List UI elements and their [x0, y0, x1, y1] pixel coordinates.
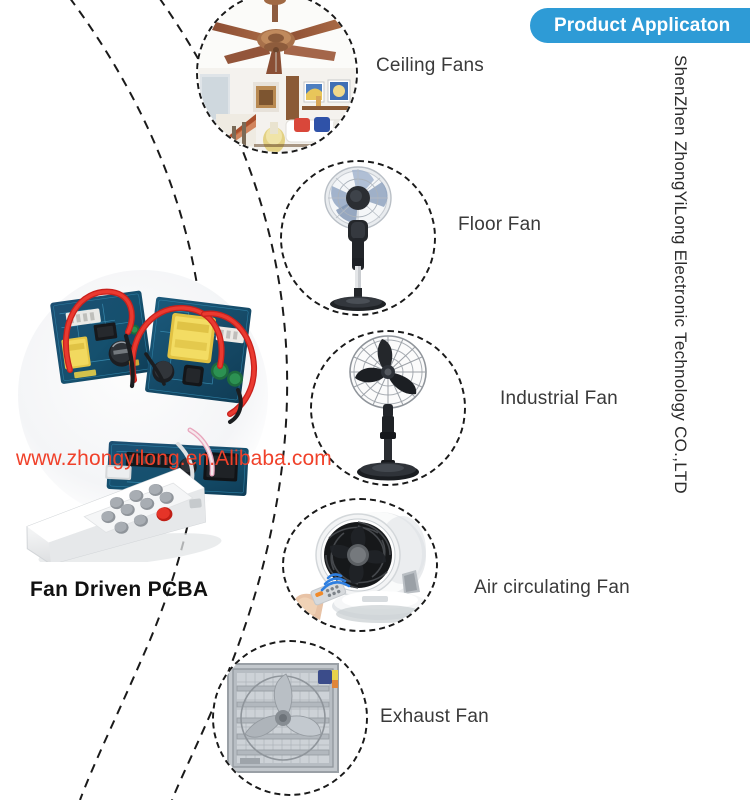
- application-bubble-air-circulating-fan: [282, 498, 438, 632]
- application-label-ceiling-fan: Ceiling Fans: [376, 55, 485, 76]
- application-label-exhaust-fan: Exhaust Fan: [380, 706, 489, 727]
- application-bubble-industrial-fan: [310, 330, 466, 486]
- industrial-fan-photo: [312, 332, 464, 484]
- product-title: Fan Driven PCBA: [30, 578, 209, 601]
- application-bubble-exhaust-fan: [212, 640, 368, 796]
- application-label-floor-fan: Floor Fan: [458, 214, 542, 235]
- pcba-product-photo: [8, 262, 288, 562]
- application-label-industrial-fan: Industrial Fan: [500, 388, 618, 409]
- application-bubble-floor-fan: [280, 160, 436, 316]
- floor-fan-photo: [282, 162, 434, 314]
- watermark-url: www.zhongyilong.en.Alibaba.com: [16, 447, 332, 470]
- header-badge: Product Applicaton: [530, 8, 750, 43]
- page-title: Product Applicaton: [554, 14, 731, 36]
- company-name-vertical: ShenZhen ZhongYiLong Electronic Technolo…: [671, 55, 690, 494]
- ceiling-fan-photo: [198, 0, 356, 152]
- application-label-air-circulating-fan: Air circulating Fan: [474, 577, 630, 598]
- air-circulating-fan-photo: [284, 500, 436, 630]
- exhaust-fan-photo: [214, 642, 366, 794]
- application-bubble-ceiling-fan: [196, 0, 358, 154]
- wireless-signal-icon: [320, 573, 351, 592]
